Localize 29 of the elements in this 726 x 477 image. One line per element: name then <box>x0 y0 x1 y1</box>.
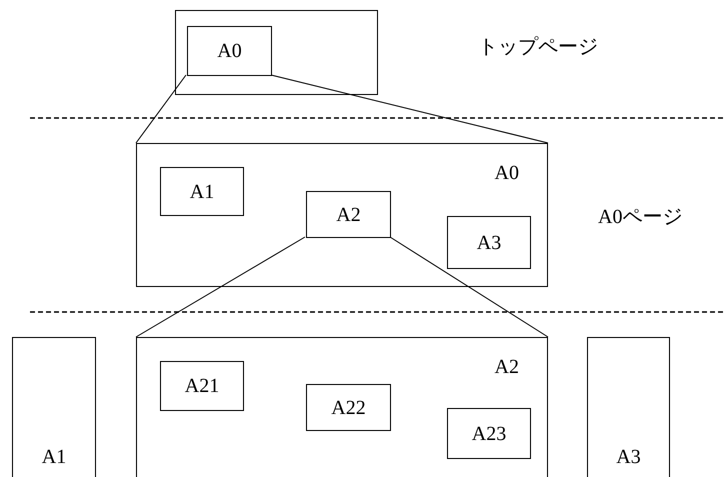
page-box <box>160 167 244 216</box>
node-label: A3 <box>616 445 641 470</box>
node-label: A2 <box>336 202 361 228</box>
node-label: A21 <box>184 374 220 399</box>
page-box <box>447 216 531 269</box>
page-box <box>136 337 548 477</box>
page-box <box>12 337 96 477</box>
node-label: A1 <box>42 445 66 470</box>
page-box <box>175 10 378 95</box>
zoom-line <box>136 236 306 338</box>
page-box <box>136 143 548 287</box>
page-box <box>587 337 670 477</box>
page-box <box>187 26 272 76</box>
zoom-line <box>270 74 548 144</box>
page-box <box>306 384 391 431</box>
page-caption: A0ページ <box>598 205 682 230</box>
page-box <box>447 408 531 459</box>
node-label: A2 <box>494 356 519 378</box>
node-label: A3 <box>476 230 502 256</box>
page-box <box>160 361 244 411</box>
zoom-line <box>390 236 548 338</box>
node-label: A0 <box>494 162 519 184</box>
node-label: A0 <box>217 39 242 64</box>
page-box <box>306 191 391 238</box>
node-label: A23 <box>472 422 506 446</box>
zoom-line <box>136 74 186 144</box>
node-label: A22 <box>331 396 366 420</box>
node-label: A1 <box>190 180 214 204</box>
page-caption: トップページ <box>478 35 598 60</box>
